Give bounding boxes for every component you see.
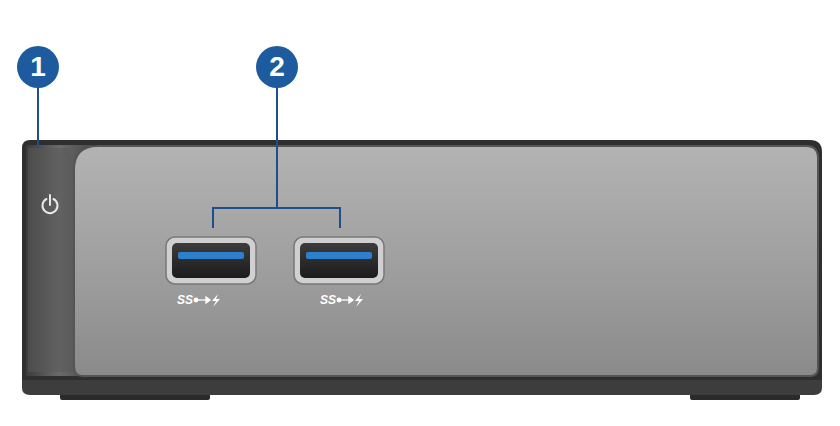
- usb-port: [166, 237, 256, 284]
- housing: [22, 140, 822, 380]
- usb-logo-text: SS: [320, 294, 336, 306]
- usb-logo-symbol: [194, 294, 363, 307]
- usb-port: [294, 237, 384, 284]
- callout-circle: [17, 46, 59, 88]
- callout-number: 2: [269, 53, 285, 81]
- leader-line: [37, 88, 39, 148]
- power-symbol: [43, 195, 58, 213]
- usb-logo-text: SS: [177, 294, 193, 306]
- bracket-leader: [213, 88, 340, 228]
- callout-number: 1: [30, 53, 46, 81]
- power-panel-bevel: [28, 148, 74, 372]
- callout-circle: [256, 46, 298, 88]
- front-face: [74, 146, 818, 376]
